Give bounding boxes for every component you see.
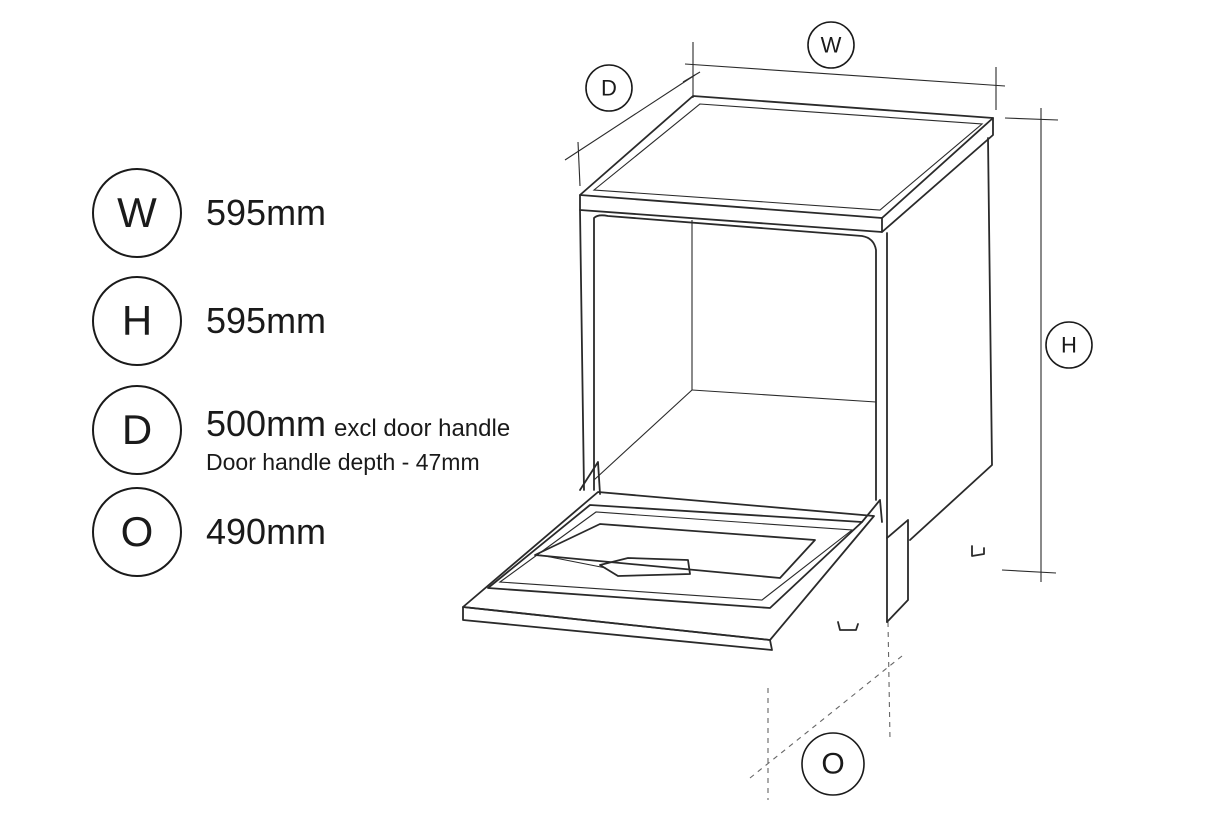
opening-badge: O xyxy=(92,487,182,577)
opening-value: 490mm xyxy=(206,511,327,552)
width-label: W xyxy=(807,21,855,69)
svg-text:W: W xyxy=(821,33,842,58)
dishwasher-door xyxy=(462,461,883,651)
height-badge: H xyxy=(92,276,182,366)
svg-text:O: O xyxy=(821,748,844,781)
depth-value: 500mm xyxy=(206,403,327,444)
svg-text:D: D xyxy=(601,76,617,101)
depth-note: excl door handle xyxy=(334,415,511,442)
width-badge: W xyxy=(92,168,182,258)
width-value: 595mm xyxy=(206,192,327,233)
depth-badge: D xyxy=(92,385,182,475)
depth-dimension-line xyxy=(564,71,701,187)
height-label: H xyxy=(1045,321,1093,369)
width-dimension-line xyxy=(684,42,1006,110)
svg-text:H: H xyxy=(1061,333,1077,358)
dishwasher-cabinet xyxy=(579,95,994,631)
height-value: 595mm xyxy=(206,300,327,341)
height-dimension-line xyxy=(1001,108,1059,582)
opening-label: O xyxy=(801,732,865,796)
door-handle-depth: Door handle depth - 47mm xyxy=(206,449,480,475)
opening-dimension-line xyxy=(749,621,903,800)
depth-label: D xyxy=(585,64,633,112)
